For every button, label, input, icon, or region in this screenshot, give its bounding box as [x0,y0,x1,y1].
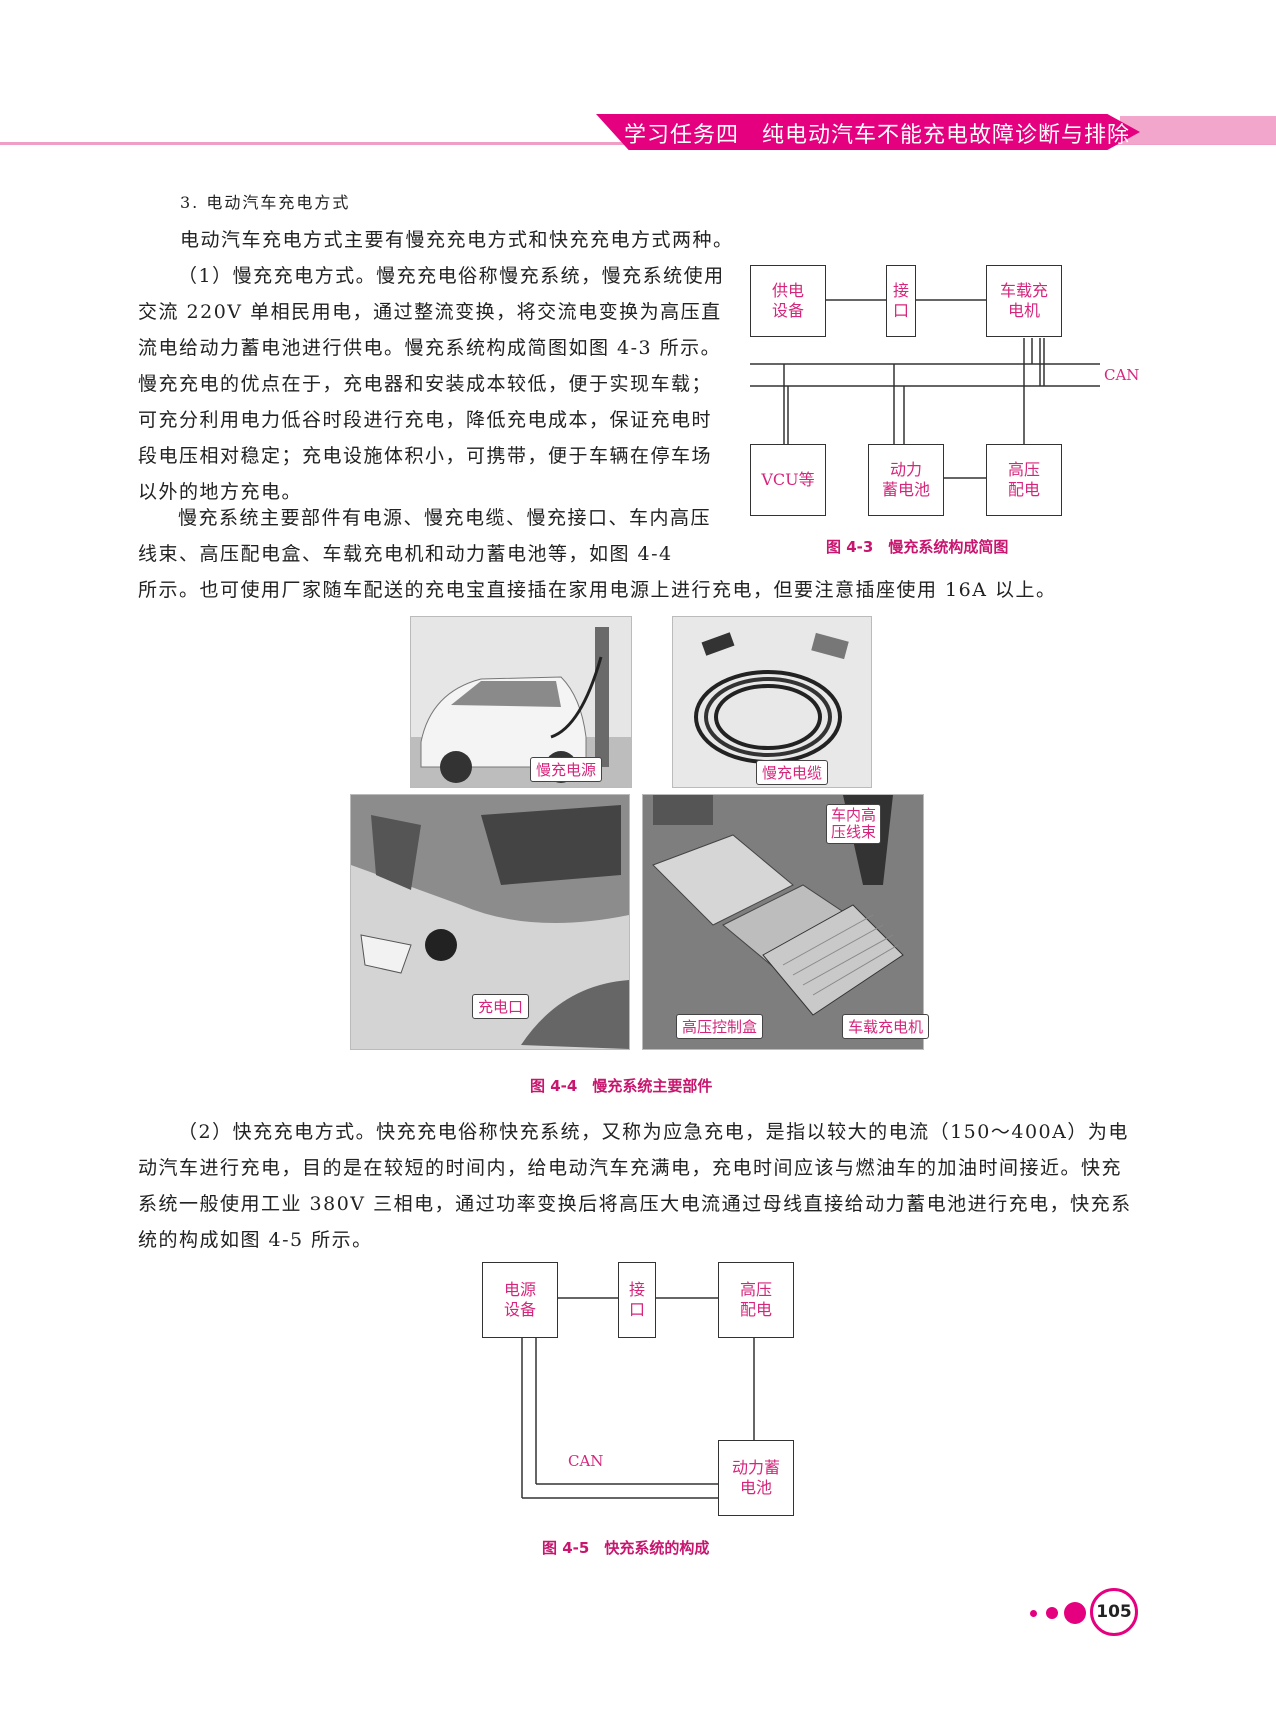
label-charging-port: 充电口 [472,994,530,1019]
page-dot-small [1030,1610,1037,1617]
fig-4-5-can-label: CAN [568,1452,604,1470]
fig-4-3-can-label: CAN [1104,366,1140,384]
paragraph-fast-charging: （2）快充充电方式。快充充电俗称快充系统，又称为应急充电，是指以较大的电流（15… [138,1121,1132,1251]
car-charging-port-illustration [351,795,629,1049]
fig-4-3-caption: 图 4-3 慢充系统构成简图 [826,538,1009,556]
page-dot-large [1064,1602,1086,1624]
fig-4-3-power-supply-box: 供电设备 [750,265,826,337]
section-title: 3. 电动汽车充电方式 [180,193,351,212]
fig-4-5-hv-distribution-box: 高压配电 [718,1262,794,1338]
fig-4-3-vcu-box: VCU等 [750,444,826,516]
fig-4-5-interface-box: 接口 [618,1262,656,1338]
label-onboard-charger: 车载充电机 [842,1014,930,1039]
fig-4-3-onboard-charger-box: 车载充电机 [986,265,1062,337]
paragraph-slow-charging: （1）慢充充电方式。慢充充电俗称慢充系统，慢充系统使用交流 220V 单相民用电… [138,265,725,503]
page-dot-medium [1046,1607,1058,1619]
coiled-cable-illustration [673,617,871,787]
chapter-title: 学习任务四 纯电动汽车不能充电故障诊断与排除 [624,123,1131,148]
engine-bay-illustration [643,795,923,1049]
paragraph-slow-parts: 慢充系统主要部件有电源、慢充电缆、慢充接口、车内高压线束、高压配电盒、车载充电机… [138,507,712,565]
fig-4-3-interface-box: 接口 [886,265,916,337]
page-number: 105 [1090,1588,1138,1636]
header-accent [1120,116,1276,144]
photo-charging-port [350,794,630,1050]
fig-4-3-connectors [750,299,1100,479]
fig-4-3-battery-box: 动力蓄电池 [868,444,944,516]
paragraph-slow-parts-continued: 所示。也可使用厂家随车配送的充电宝直接插在家用电源上进行充电，但要注意插座使用 … [138,579,1057,601]
paragraph-intro: 电动汽车充电方式主要有慢充充电方式和快充充电方式两种。 [180,229,734,251]
fig-4-5-connectors [521,1297,755,1499]
fig-4-4-caption: 图 4-4 慢充系统主要部件 [530,1077,713,1095]
fig-4-5-power-supply-box: 电源设备 [482,1262,558,1338]
label-slow-power-source: 慢充电源 [530,757,603,782]
label-hv-control-box: 高压控制盒 [676,1014,764,1039]
fig-4-3-hv-distribution-box: 高压配电 [986,444,1062,516]
header-banner [596,114,1140,150]
fig-4-5-battery-box: 动力蓄电池 [718,1440,794,1516]
photo-engine-compartment [642,794,924,1050]
photo-slow-charging-cable [672,616,872,788]
fig-4-5-caption: 图 4-5 快充系统的构成 [542,1539,710,1557]
label-hv-wiring-harness: 车内高 压线束 [826,804,882,844]
label-slow-charging-cable: 慢充电缆 [756,760,829,785]
